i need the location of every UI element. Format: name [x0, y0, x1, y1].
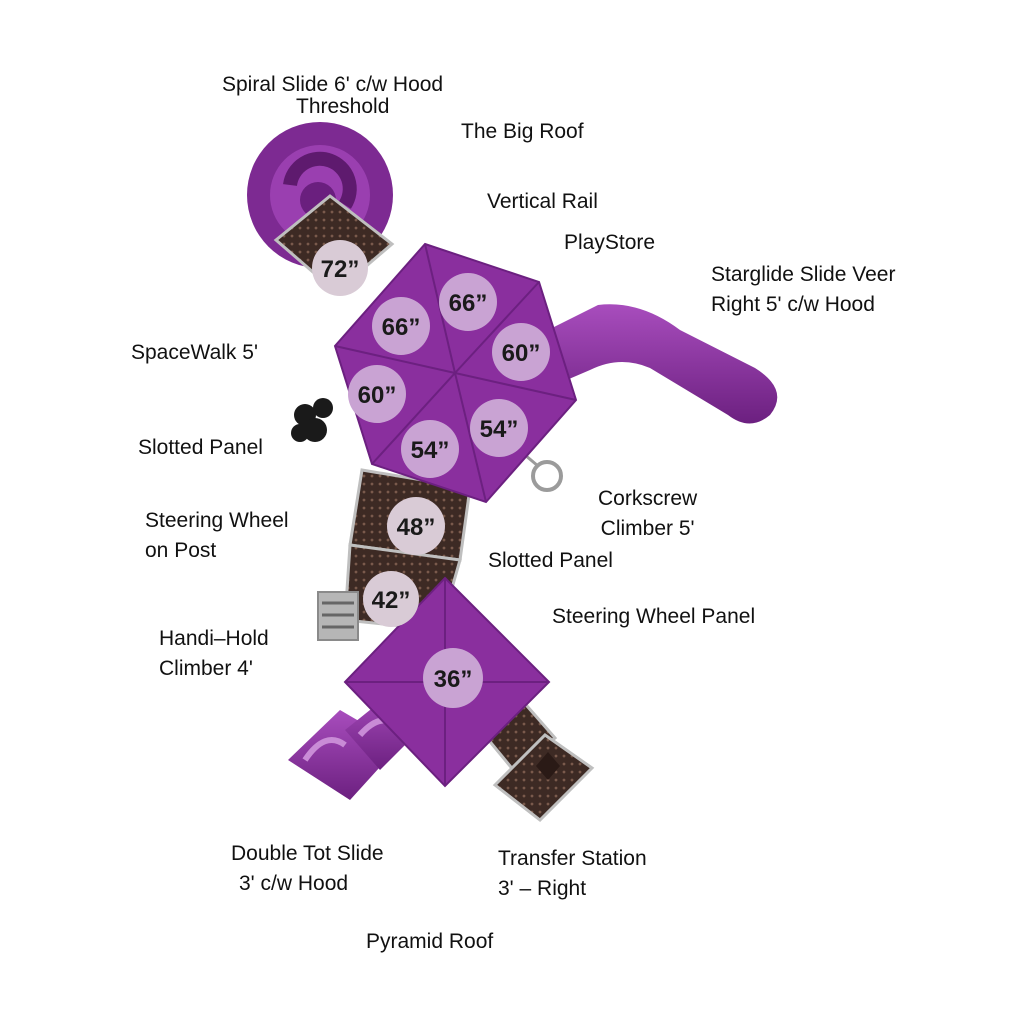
- label-threshold-text: Threshold: [296, 95, 390, 118]
- height-36: 36”: [423, 648, 483, 708]
- svg-text:36”: 36”: [434, 666, 473, 693]
- label-handi-hold-line1: Handi–Hold: [159, 627, 269, 650]
- height-42: 42”: [363, 571, 419, 627]
- label-vertical-rail: Vertical Rail: [487, 187, 598, 217]
- label-slotted-panel-right-text: Slotted Panel: [488, 549, 613, 572]
- label-double-tot-slide: Double Tot Slide 3' c/w Hood: [231, 839, 384, 899]
- label-starglide-line1: Starglide Slide Veer: [711, 263, 896, 286]
- svg-text:66”: 66”: [382, 314, 421, 341]
- svg-text:48”: 48”: [397, 514, 436, 541]
- label-big-roof-text: The Big Roof: [461, 120, 584, 143]
- svg-text:60”: 60”: [358, 382, 397, 409]
- label-slotted-panel-left-text: Slotted Panel: [138, 436, 263, 459]
- svg-text:60”: 60”: [502, 340, 541, 367]
- label-handi-hold-line2: Climber 4': [159, 657, 253, 680]
- label-handi-hold-climber: Handi–Hold Climber 4': [159, 624, 269, 684]
- label-steering-wheel-panel: Steering Wheel Panel: [552, 602, 755, 632]
- height-60-right: 60”: [492, 323, 550, 381]
- steering-wheel-post: [291, 398, 333, 442]
- label-spiral-slide: Spiral Slide 6' c/w Hood: [222, 70, 443, 100]
- label-spacewalk: SpaceWalk 5': [131, 338, 258, 368]
- label-double-tot-line1: Double Tot Slide: [231, 842, 384, 865]
- label-vertical-rail-text: Vertical Rail: [487, 190, 598, 213]
- label-playstore: PlayStore: [564, 228, 655, 258]
- label-corkscrew-line2: Climber 5': [600, 517, 695, 540]
- height-60-left: 60”: [348, 365, 406, 423]
- svg-text:72”: 72”: [321, 256, 360, 283]
- label-playstore-text: PlayStore: [564, 231, 656, 254]
- label-steering-wheel-post: Steering Wheel on Post: [145, 506, 289, 566]
- handi-hold-climber: [317, 591, 359, 641]
- label-pyramid-roof: Pyramid Roof: [366, 927, 493, 957]
- label-spacewalk-text: SpaceWalk 5': [131, 341, 258, 364]
- label-spiral-slide-text: Spiral Slide 6' c/w Hood: [222, 73, 444, 96]
- height-54-left: 54”: [401, 420, 459, 478]
- label-steering-wheel-panel-text: Steering Wheel Panel: [552, 605, 756, 628]
- label-corkscrew-climber: Corkscrew Climber 5': [598, 484, 697, 544]
- svg-text:54”: 54”: [411, 437, 450, 464]
- svg-text:66”: 66”: [449, 290, 488, 317]
- label-transfer-station: Transfer Station 3' – Right: [498, 844, 647, 904]
- height-48: 48”: [387, 497, 445, 555]
- label-starglide-slide: Starglide Slide Veer Right 5' c/w Hood: [711, 260, 895, 320]
- height-66-right: 66”: [439, 273, 497, 331]
- height-72: 72”: [312, 240, 368, 296]
- height-54-right: 54”: [470, 399, 528, 457]
- svg-text:54”: 54”: [480, 416, 519, 443]
- label-corkscrew-line1: Corkscrew: [598, 487, 698, 510]
- label-steering-wheel-line2: on Post: [145, 539, 217, 562]
- label-threshold: Threshold: [296, 92, 389, 122]
- label-starglide-line2: Right 5' c/w Hood: [711, 293, 875, 316]
- corkscrew-climber: [524, 453, 563, 492]
- label-transfer-line2: 3' – Right: [498, 877, 587, 900]
- label-slotted-panel-right: Slotted Panel: [488, 546, 613, 576]
- starglide-slide: [548, 304, 778, 424]
- label-big-roof: The Big Roof: [461, 117, 584, 147]
- label-pyramid-roof-text: Pyramid Roof: [366, 930, 494, 953]
- label-double-tot-line2: 3' c/w Hood: [239, 872, 349, 895]
- label-steering-wheel-line1: Steering Wheel: [145, 509, 289, 532]
- label-slotted-panel-left: Slotted Panel: [138, 433, 263, 463]
- label-transfer-line1: Transfer Station: [498, 847, 647, 870]
- svg-text:42”: 42”: [372, 587, 411, 614]
- height-66-left: 66”: [372, 297, 430, 355]
